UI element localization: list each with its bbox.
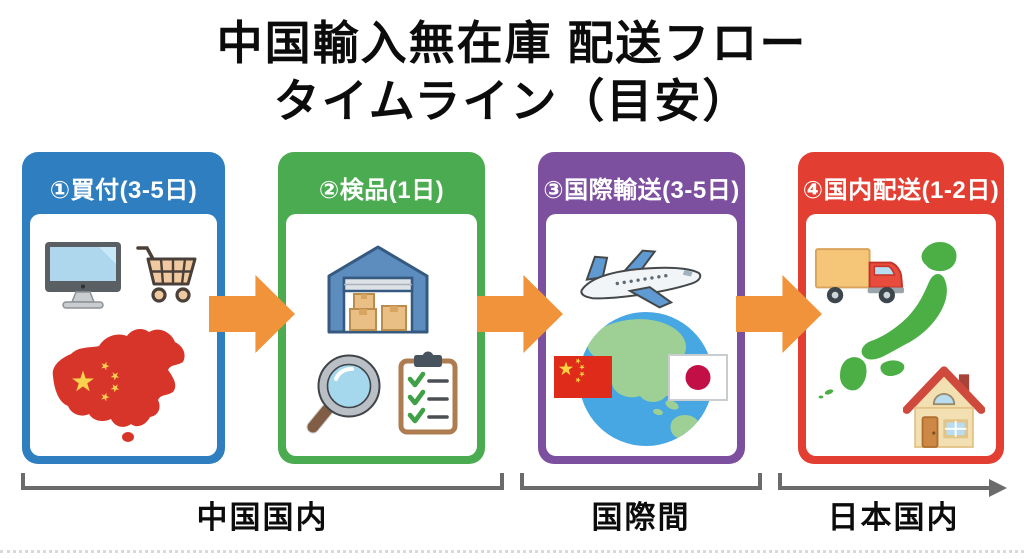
step-card-international-shipping: ③国際輸送(3-5日) <box>538 152 745 464</box>
bracket-japan-domestic <box>778 473 993 490</box>
segment-label-japan-domestic: 日本国内 <box>827 500 960 535</box>
step-1-header: ①買付(3-5日) <box>49 176 198 204</box>
bracket-china-domestic <box>21 473 504 490</box>
warehouse-icon <box>327 245 429 334</box>
japan-flag-icon <box>668 354 728 401</box>
step-3-header: ③国際輸送(3-5日) <box>543 176 740 204</box>
timeline-brackets <box>21 473 1007 497</box>
step-card-domestic-delivery: ④国内配送(1-2日) <box>798 152 1004 464</box>
step-4-body <box>806 214 996 456</box>
magnifier-icon <box>306 354 381 434</box>
shopping-cart-icon <box>136 246 197 303</box>
japan-map-icon <box>818 241 957 399</box>
globe-icon <box>579 312 713 446</box>
step-card-purchase: ①買付(3-5日) <box>22 152 225 464</box>
bracket-arrowhead <box>989 479 1007 497</box>
step-2-body <box>286 214 477 456</box>
delivery-truck-icon <box>814 248 905 304</box>
step-2-header: ②検品(1日) <box>318 176 445 204</box>
page-title: 中国輸入無在庫 配送フロー タイムライン（目安） <box>0 14 1024 130</box>
airplane-icon <box>580 249 702 309</box>
china-flag-icon <box>554 356 612 398</box>
step-4-header: ④国内配送(1-2日) <box>802 176 1000 204</box>
title-line-1: 中国輸入無在庫 配送フロー <box>216 17 808 69</box>
step-3-body <box>546 214 737 456</box>
bracket-international <box>520 473 762 490</box>
step-card-inspection: ②検品(1日) <box>278 152 485 464</box>
step-1-body <box>30 214 217 456</box>
title-line-2: タイムライン（目安） <box>273 75 751 127</box>
desktop-computer-icon <box>45 242 121 309</box>
china-map-icon <box>52 329 185 442</box>
house-icon <box>903 366 985 448</box>
segment-label-china-domestic: 中国国内 <box>196 500 329 535</box>
segment-label-international: 国際間 <box>591 500 691 535</box>
checklist-icon <box>398 351 458 435</box>
bottom-dashed-line <box>0 550 1024 553</box>
